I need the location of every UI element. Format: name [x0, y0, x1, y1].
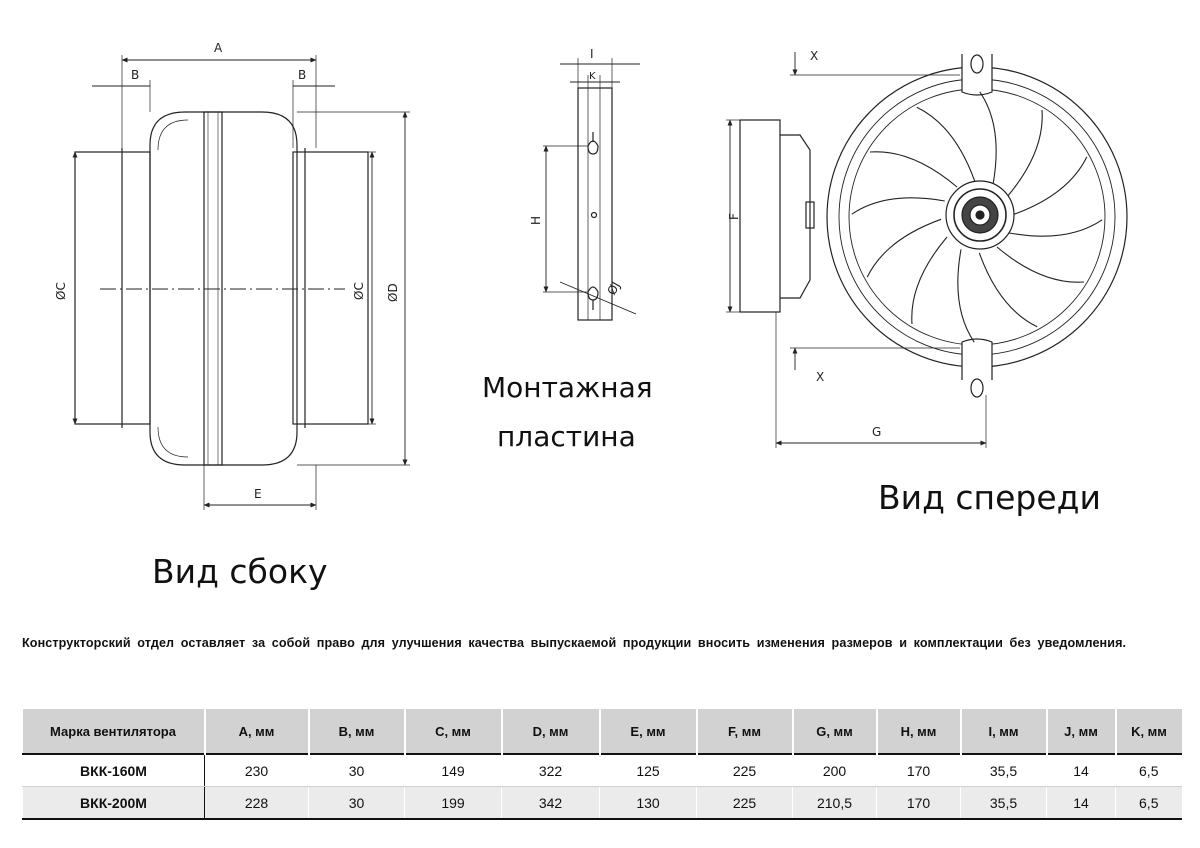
dim-J-leader — [559, 281, 637, 315]
caption-front-view: Вид спереди — [878, 478, 1101, 517]
front-mount-plate — [739, 119, 781, 313]
disclaimer-notice: Конструкторский отдел оставляет за собой… — [22, 636, 1127, 650]
cell-h: 170 — [876, 753, 961, 787]
cell-b: 30 — [308, 753, 405, 787]
cell-h: 170 — [876, 786, 961, 820]
table-row: ВКК-200М 228 30 199 342 130 225 210,5 17… — [22, 786, 1182, 820]
dim-H-label: H — [529, 216, 543, 225]
header-h: H, мм — [875, 709, 961, 754]
front-top-bracket — [961, 54, 993, 96]
cell-b: 30 — [308, 786, 405, 820]
header-c: C, мм — [403, 709, 502, 754]
dim-B-left-label: B — [131, 68, 139, 82]
dim-A-label: A — [214, 41, 223, 55]
header-i: I, мм — [959, 709, 1047, 754]
plate-lower-keyhole — [587, 286, 599, 310]
cell-g: 200 — [792, 753, 877, 787]
front-view-drawing — [726, 52, 1128, 448]
specification-table: Марка вентилятора A, мм B, мм C, мм D, м… — [22, 709, 1182, 820]
cell-e: 125 — [599, 753, 697, 787]
side-left-duct — [74, 151, 151, 425]
header-model: Марка вентилятора — [22, 709, 205, 754]
plate-middle-hole — [590, 211, 598, 219]
side-body — [149, 111, 298, 466]
header-k: K, мм — [1114, 709, 1182, 754]
front-view-dim-labels: X X F G — [727, 49, 881, 439]
header-e: E, мм — [598, 709, 697, 754]
header-b: B, мм — [307, 709, 405, 754]
front-junction-box — [805, 201, 815, 229]
cell-model: ВКК-200М — [22, 786, 205, 820]
cell-c: 149 — [404, 753, 502, 787]
cell-f: 225 — [696, 753, 793, 787]
cell-d: 322 — [501, 753, 600, 787]
cell-a: 230 — [204, 753, 309, 787]
plate-body — [577, 87, 613, 321]
header-g: G, мм — [791, 709, 877, 754]
dim-D-label: ØD — [386, 283, 400, 302]
front-impeller-blades — [851, 91, 1103, 343]
side-right-duct — [292, 151, 369, 425]
cell-f: 225 — [696, 786, 793, 820]
cell-a: 228 — [204, 786, 309, 820]
side-clamp-band — [203, 111, 223, 466]
dim-K-label: K — [589, 71, 596, 82]
cell-k: 6,5 — [1115, 753, 1182, 787]
dim-C-right-label: ØC — [352, 282, 366, 300]
front-bottom-bracket — [961, 338, 993, 380]
cell-j: 14 — [1046, 786, 1116, 820]
header-a: A, мм — [203, 709, 309, 754]
cell-g: 210,5 — [792, 786, 877, 820]
caption-side-view: Вид сбоку — [152, 552, 328, 591]
dim-J-label: ØJ — [604, 279, 623, 297]
dim-I-label: I — [590, 47, 594, 61]
table-header-row: Марка вентилятора A, мм B, мм C, мм D, м… — [22, 709, 1182, 754]
mounting-plate-dim-labels: I K H ØJ — [529, 47, 623, 298]
side-view-dim-labels: A B B ØC ØC ØD E — [54, 41, 400, 501]
dim-G-label: G — [872, 425, 881, 439]
header-j: J, мм — [1045, 709, 1116, 754]
cell-c: 199 — [404, 786, 502, 820]
dim-X-top-label: X — [810, 49, 818, 63]
dim-E-label: E — [254, 487, 262, 501]
cell-j: 14 — [1046, 753, 1116, 787]
caption-mounting-plate-line2: пластина — [497, 420, 636, 453]
header-d: D, мм — [500, 709, 600, 754]
technical-drawing: A B B ØC ØC ØD E I K H ØJ — [54, 41, 1128, 591]
cell-i: 35,5 — [960, 786, 1047, 820]
cell-i: 35,5 — [960, 753, 1047, 787]
plate-upper-keyhole — [587, 132, 599, 155]
dim-F-label: F — [727, 213, 741, 220]
cell-e: 130 — [599, 786, 697, 820]
mounting-plate-drawing — [543, 58, 640, 321]
header-f: F, мм — [695, 709, 793, 754]
cell-d: 342 — [501, 786, 600, 820]
cell-k: 6,5 — [1115, 786, 1182, 820]
table-row: ВКК-160М 230 30 149 322 125 225 200 170 … — [22, 753, 1182, 787]
dim-C-left-label: ØC — [54, 282, 68, 300]
dim-B-right-label: B — [298, 68, 306, 82]
caption-mounting-plate-line1: Монтажная — [482, 371, 653, 404]
cell-model: ВКК-160М — [22, 753, 205, 787]
side-view-drawing — [72, 55, 410, 510]
dim-X-bottom-label: X — [816, 370, 824, 384]
